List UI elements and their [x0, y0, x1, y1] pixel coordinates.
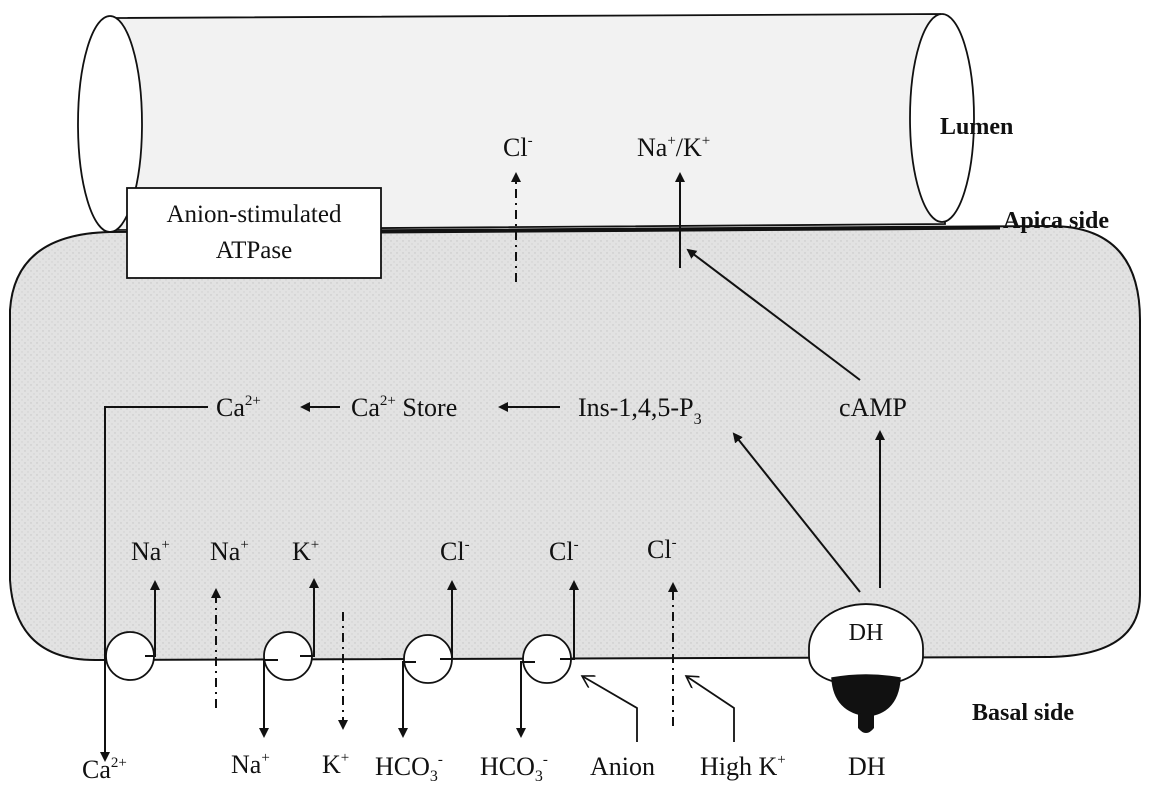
basal-cl-in-label-3: Cl- — [647, 535, 677, 564]
na-out-label: Na+ — [231, 750, 270, 779]
basal-side-label: Basal side — [972, 700, 1074, 726]
basal-na-in-label-2: Na+ — [210, 537, 249, 566]
hco3-out-arrow-2 — [516, 661, 535, 738]
atpase-label-line1: Anion-stimulated — [167, 201, 342, 228]
dh-receptor: DH — [808, 603, 924, 733]
basal-k-in-label: K+ — [292, 537, 319, 566]
ip3-label: Ins-1,4,5-P3 — [578, 393, 702, 428]
anion-stimulus-arrow — [582, 676, 638, 742]
k-in-arrow — [300, 578, 319, 657]
lumen-tube — [77, 13, 975, 233]
anion-label: Anion — [590, 752, 655, 781]
apical-nak-label: Na+/K+ — [637, 133, 710, 162]
apical-cl-label: Cl- — [503, 133, 533, 162]
dh-out-label: DH — [848, 752, 886, 781]
hco3-out-label-2: HCO3- — [480, 752, 548, 785]
ca-efflux-arrow — [100, 406, 208, 762]
receptor-to-ip3-arrow — [732, 432, 861, 593]
highk-stimulus-arrow — [686, 676, 735, 742]
basal-transporters — [105, 631, 572, 684]
k-out-label: K+ — [322, 750, 349, 779]
high-k-label: High K+ — [700, 752, 786, 781]
na-in-arrow-1 — [145, 580, 160, 657]
basal-na-in-label-1: Na+ — [131, 537, 170, 566]
cl-in-arrow-2 — [560, 580, 579, 660]
camp-to-nak-arrow — [686, 248, 861, 381]
dh-receptor-stalk — [858, 714, 874, 733]
cl-in-arrow-1 — [440, 580, 457, 660]
dh-binding-site — [831, 674, 901, 717]
basal-cl-in-label-1: Cl- — [440, 537, 470, 566]
camp-label: cAMP — [839, 393, 907, 422]
ca-released-label: Ca2+ — [216, 393, 261, 422]
hco3-out-label-1: HCO3- — [375, 752, 443, 785]
dh-receptor-label: DH — [849, 620, 884, 646]
atpase-label-line2: ATPase — [216, 237, 292, 264]
apical-side-label: Apica side — [1003, 208, 1109, 234]
ca-store-label: Ca2+ Store — [351, 393, 457, 422]
ca-out-label: Ca2+ — [82, 755, 127, 784]
lumen-right-end — [909, 13, 975, 223]
basal-cl-in-label-2: Cl- — [549, 537, 579, 566]
anion-atpase-box: Anion-stimulated ATPase — [126, 187, 382, 279]
lumen-label: Lumen — [940, 114, 1013, 140]
apical-membrane — [379, 226, 1001, 234]
hco3-out-arrow-1 — [398, 661, 416, 738]
na-out-arrow — [259, 659, 278, 738]
